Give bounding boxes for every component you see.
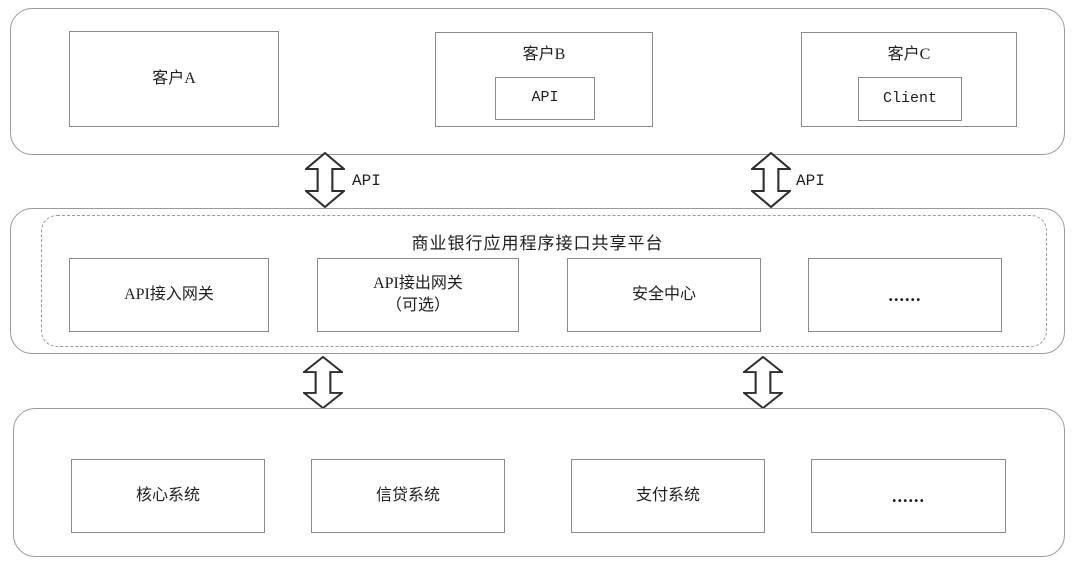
- core-system-label: 核心系统: [135, 487, 200, 505]
- backend-container: 核心系统 信贷系统 支付系统 ......: [13, 408, 1065, 557]
- double-arrow-icon: [303, 356, 343, 409]
- payment-system-box: 支付系统: [571, 459, 765, 533]
- api-out-gateway-box: API接出网关 （可选）: [317, 258, 519, 332]
- client-c-client-label: Client: [882, 89, 937, 107]
- client-b-api-label: API: [531, 89, 559, 107]
- clients-container: 客户A 客户B API 客户C Client: [10, 8, 1065, 155]
- platform-dashed-border: [41, 215, 1047, 347]
- client-a-label: 客户A: [152, 70, 196, 88]
- api-out-gateway-line1: API接出网关: [373, 275, 463, 293]
- platform-ellipsis-box: ......: [808, 258, 1002, 332]
- double-arrow-icon: [751, 152, 791, 208]
- security-center-label: 安全中心: [631, 286, 696, 304]
- client-a-box: 客户A: [69, 31, 279, 127]
- double-arrow-icon: [305, 152, 345, 208]
- platform-container: 商业银行应用程序接口共享平台 API接入网关 API接出网关 （可选） 安全中心…: [10, 208, 1065, 354]
- client-b-label: 客户B: [522, 46, 566, 63]
- api-in-gateway-box: API接入网关: [69, 258, 269, 332]
- api-out-gateway-label: API接出网关 （可选）: [373, 273, 463, 316]
- payment-system-label: 支付系统: [635, 487, 700, 505]
- platform-ellipsis-label: ......: [888, 284, 922, 305]
- double-arrow-icon: [743, 356, 783, 409]
- core-system-box: 核心系统: [71, 459, 265, 533]
- client-b-api-box: API: [495, 77, 595, 120]
- api-label-right: API: [796, 172, 825, 190]
- client-c-box: 客户C Client: [801, 32, 1017, 127]
- client-c-label: 客户C: [887, 46, 931, 63]
- backend-ellipsis-label: ......: [892, 485, 925, 506]
- credit-system-label: 信贷系统: [375, 487, 440, 505]
- backend-ellipsis-box: ......: [811, 459, 1006, 533]
- api-label-left: API: [352, 172, 381, 190]
- api-in-gateway-label: API接入网关: [124, 286, 214, 304]
- api-out-gateway-line2: （可选）: [385, 297, 450, 314]
- platform-title: 商业银行应用程序接口共享平台: [411, 234, 664, 253]
- credit-system-box: 信贷系统: [311, 459, 505, 533]
- client-b-box: 客户B API: [435, 32, 653, 127]
- client-c-client-box: Client: [858, 77, 962, 121]
- security-center-box: 安全中心: [567, 258, 761, 332]
